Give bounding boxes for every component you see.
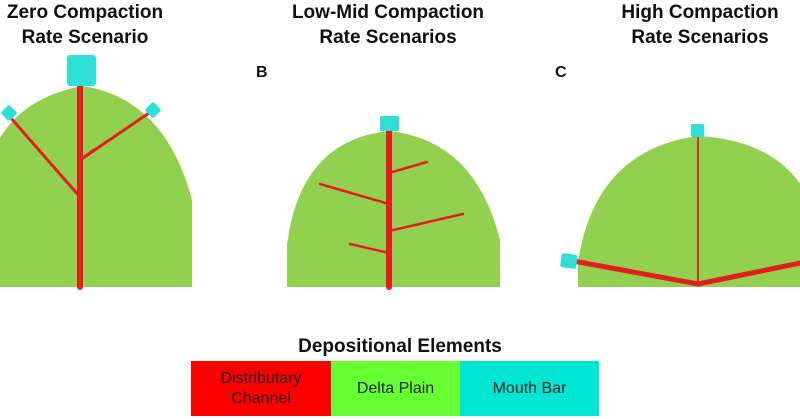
legend-title: Depositional Elements [298, 336, 502, 357]
panel-b-branch-1 [387, 160, 429, 175]
panel-a-branch-right-2 [78, 148, 96, 162]
panel-b-title-line2: Rate Scenarios [319, 27, 457, 48]
panel-c-delta-plain [578, 136, 800, 287]
delta-diagrams [0, 55, 800, 290]
panel-b-branch-3 [387, 212, 465, 233]
panel-c-mouth-bar-top [691, 124, 704, 137]
panel-a-title-line2: Rate Scenario [21, 27, 149, 48]
panel-b-mouth-bar [380, 116, 399, 131]
panel-c-letter: C [555, 64, 567, 81]
legend: Distributary Channel Delta Plain Mouth B… [191, 361, 799, 416]
panel-b-title: Low-Mid Compaction Rate Scenarios [268, 0, 508, 50]
legend-label-line2: Channel [231, 389, 291, 407]
panel-a-branch-left [8, 115, 82, 199]
panel-c-delta [560, 124, 800, 287]
panel-b-delta-plain [287, 131, 500, 287]
panel-a-title: Zero Compaction Rate Scenario [0, 0, 175, 50]
panel-a-mouth-bar-top [67, 55, 96, 86]
panel-b-title-line1: Low-Mid Compaction [291, 2, 485, 23]
legend-label-mouth-bar: Mouth Bar [492, 379, 567, 397]
legend-label-delta-plain: Delta Plain [356, 379, 435, 397]
legend-label-distributary-channel: Distributary Channel [221, 369, 302, 409]
panel-a-mouth-bar-right [145, 102, 161, 118]
panel-b-branch-4 [348, 242, 391, 255]
legend-item-delta-plain: Delta Plain [331, 361, 460, 416]
panel-a-mouth-bar-left [1, 105, 17, 121]
panel-a-title-line1: Zero Compaction [6, 2, 164, 23]
panel-c-mouth-bar-left [560, 253, 578, 269]
panel-a-delta-plain [0, 86, 192, 287]
panel-c-title-line1: High Compaction [621, 2, 779, 23]
legend-item-distributary-channel: Distributary Channel [191, 361, 331, 416]
panel-c-title-line2: Rate Scenarios [631, 27, 769, 48]
panel-b-delta [287, 116, 500, 290]
panel-b-branch-2 [318, 182, 391, 206]
panel-b-letter: B [256, 64, 268, 81]
legend-item-mouth-bar: Mouth Bar [460, 361, 599, 416]
panel-c-title: High Compaction Rate Scenarios [600, 0, 800, 50]
legend-label-line1: Distributary [220, 369, 302, 387]
panel-a-delta [0, 55, 192, 290]
panel-c-shoreline-channel [565, 257, 800, 287]
